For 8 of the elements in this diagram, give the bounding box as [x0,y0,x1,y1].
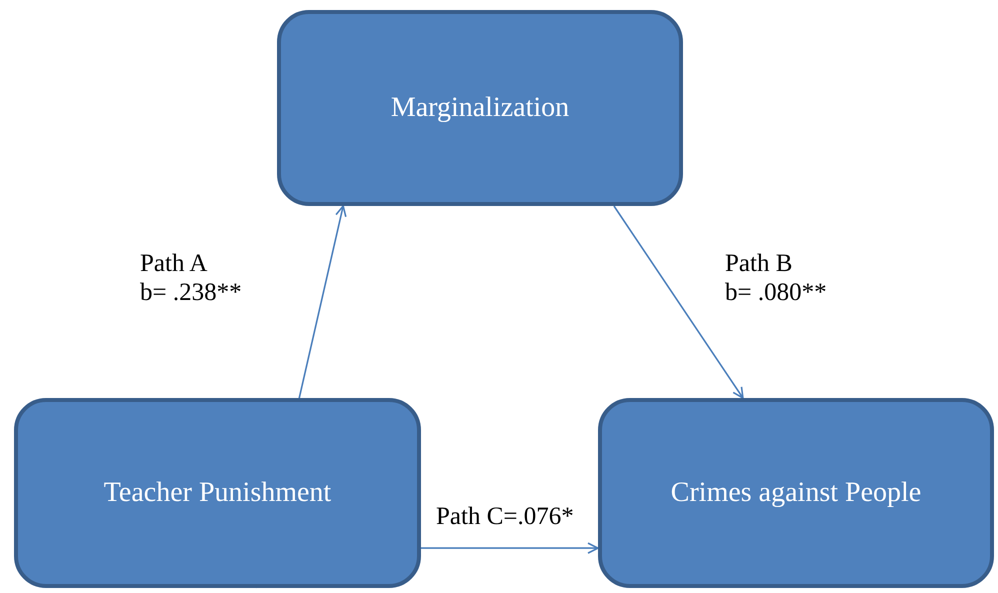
node-label: Marginalization [390,92,570,124]
arrow [613,206,744,399]
process-box [598,398,994,588]
node-label: Teacher Punishment [104,477,332,509]
arrow [421,542,599,554]
process-box [277,10,683,206]
node-label: Crimes against People [670,477,922,509]
process-box [14,398,421,588]
